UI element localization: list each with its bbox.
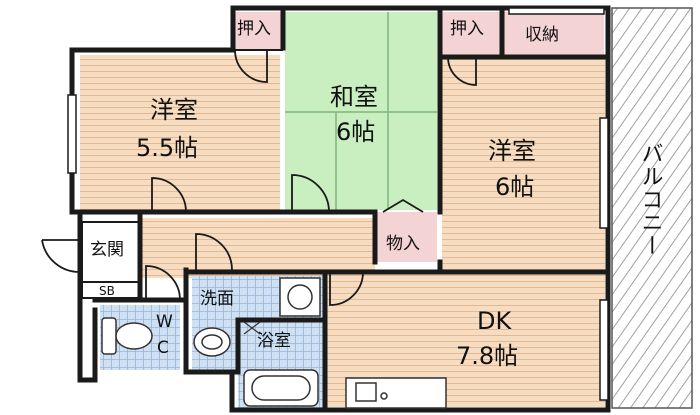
shower <box>243 321 261 335</box>
closet-oshiire-2 <box>442 12 500 57</box>
storage-shuno-label: 収納 <box>525 25 559 45</box>
dining-kitchen-size: 7.8帖 <box>456 342 519 370</box>
windows <box>67 7 609 401</box>
bathroom-label: 浴室 <box>257 331 291 351</box>
closet-oshiire-1 <box>233 12 283 50</box>
western-room-2-size: 6帖 <box>495 173 535 201</box>
storage-shuno <box>504 12 604 57</box>
hallway-floor <box>140 218 375 278</box>
entrance-floor <box>82 222 140 282</box>
dining-kitchen-name: DK <box>477 307 512 335</box>
western-room-2-name: 洋室 <box>488 137 536 165</box>
balcony <box>611 7 693 409</box>
toilet-bowl <box>115 322 153 350</box>
western-room-2-floor <box>442 55 605 270</box>
shoe-box-label: SB <box>99 284 115 298</box>
storeroom-mono <box>375 212 437 262</box>
western-room-1-floor <box>80 55 280 210</box>
doors <box>41 49 477 306</box>
toilet-tank <box>101 317 117 355</box>
closet-walls <box>81 49 504 299</box>
shoe-box <box>82 282 140 300</box>
fixtures <box>101 277 447 409</box>
storeroom-mono-label: 物入 <box>386 234 420 254</box>
japanese-room-floor <box>285 12 437 210</box>
closet-oshiire-2-label: 押入 <box>450 19 484 39</box>
tatami-lines <box>285 12 437 210</box>
wc-w-label: W <box>156 312 173 332</box>
wc-c-label: C <box>157 338 169 358</box>
western-room-1-size: 5.5帖 <box>136 134 199 162</box>
balcony-label: バルコニー <box>637 142 663 257</box>
japanese-room-name: 和室 <box>330 83 378 111</box>
entrance-label: 玄関 <box>90 240 124 260</box>
washroom-label: 洗面 <box>200 289 234 309</box>
closet-oshiire-1-label: 押入 <box>237 19 271 39</box>
japanese-room-size: 6帖 <box>336 118 376 146</box>
western-room-1-name: 洋室 <box>150 96 198 124</box>
